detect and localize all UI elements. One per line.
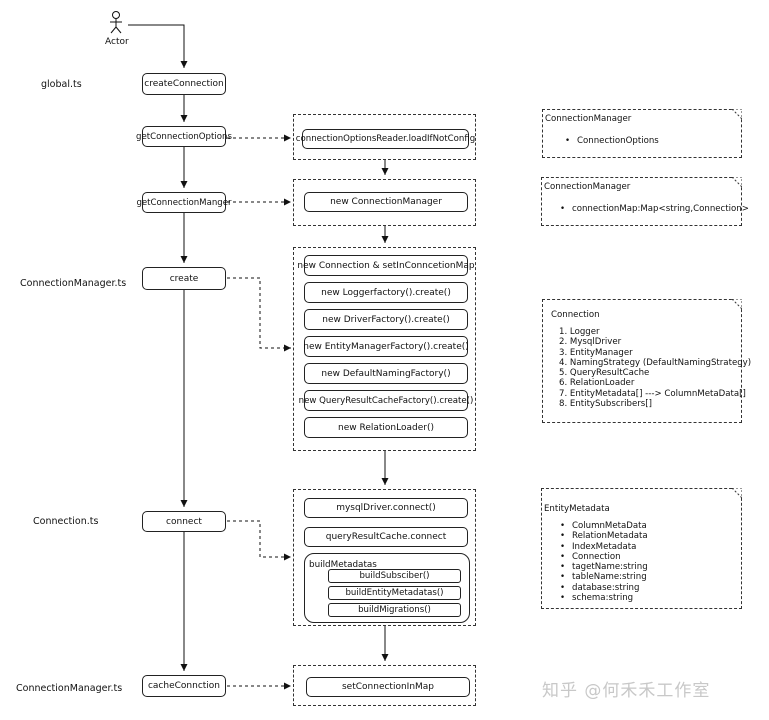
note-title: ConnectionManager [545,114,632,124]
note-title: Connection [551,310,600,320]
note-entity-metadata: EntityMetadata ColumnMetaData RelationMe… [541,488,742,609]
note-fold-icon [732,299,742,309]
connect-node[interactable]: connect [142,511,226,532]
build-entity-metadatas-step[interactable]: buildEntityMetadatas() [328,586,461,600]
note-item: tagetName:string [560,562,648,572]
create-step-1[interactable]: new Connection & setInConncetionMap [297,255,475,276]
dashed-arrow-create [227,277,291,352]
create-connection-node[interactable]: createConnection [142,73,226,95]
query-result-cache-connect-step[interactable]: queryResultCache.connect [304,527,468,547]
get-connection-manager-node[interactable]: getConnectionManger [136,192,232,213]
note-item: 1. Logger [559,327,600,337]
file-label-global: global.ts [41,79,82,90]
manager-group: new ConnectionManager [293,179,476,226]
create-step-4[interactable]: new EntityManagerFactory().create() [303,336,469,357]
note-item: 3. EntityManager [559,347,633,358]
cache-connection-node[interactable]: cacheConnction [142,675,226,697]
note-connection-manager: ConnectionManager connectionMap:Map<stri… [541,177,749,226]
options-group: connectionOptionsReader.loadIfNotConfig [293,114,476,160]
note-item: database:string [560,583,648,593]
create-node[interactable]: create [142,267,226,290]
file-label-connection-manager: ConnectionManager.ts [20,278,127,289]
actor-label: Actor [105,37,129,47]
note-item: 6. RelationLoader [559,378,635,389]
file-label-connection: Connection.ts [33,516,99,527]
connect-group: mysqlDriver.connect() queryResultCache.c… [293,489,476,626]
options-reader-step[interactable]: connectionOptionsReader.loadIfNotConfig [296,129,475,149]
note-title: EntityMetadata [544,504,610,514]
file-label-connection-manager-2: ConnectionManager.ts [16,683,123,694]
note-item: 5. QueryResultCache [559,368,650,379]
note-item: 2. MysqlDriver [559,337,622,348]
set-connection-group: setConnectionInMap [293,665,476,706]
create-step-5[interactable]: new DefaultNamingFactory() [304,363,468,384]
create-step-6[interactable]: new QueryResultCacheFactory().create() [299,390,473,411]
note-item: 7. EntityMetadata[] ---> ColumnMetaData[… [559,388,746,399]
note-title: ConnectionManager [544,182,631,192]
note-item: schema:string [560,593,648,603]
note-item: 8. EntitySubscribers[] [559,399,652,410]
actor-icon [110,11,122,34]
dashed-arrow-connect [227,520,291,561]
note-item: IndexMetadata [560,542,648,552]
note-item: RelationMetadata [560,531,648,541]
get-connection-options-node[interactable]: getConnectionOptions [136,126,232,147]
build-metadatas-block: buildMetadatas buildSubsciber() buildEnt… [304,553,470,623]
note-fold-icon [732,488,742,498]
note-item: ConnectionOptions [565,136,659,146]
note-item: Connection [560,552,648,562]
mysql-driver-connect-step[interactable]: mysqlDriver.connect() [304,498,468,518]
set-connection-in-map-step[interactable]: setConnectionInMap [306,677,470,697]
watermark: 知乎 @何禾禾工作室 [542,681,711,701]
create-step-2[interactable]: new Loggerfactory().create() [304,282,468,303]
note-item: ColumnMetaData [560,521,648,531]
build-migrations-step[interactable]: buildMigrations() [328,603,461,617]
actor-arrow [128,24,188,68]
build-subscriber-step[interactable]: buildSubsciber() [328,569,461,583]
note-connection: Connection 1. Logger 2. MysqlDriver 3. E… [542,299,751,423]
note-connection-options: ConnectionManager ConnectionOptions [542,109,742,158]
create-step-7[interactable]: new RelationLoader() [304,417,468,438]
note-item: 4. NamingStrategy (DefaultNamingStrategy… [559,357,752,368]
build-metadatas-title: buildMetadatas [309,560,377,570]
note-item: tableName:string [560,572,648,582]
note-fold-icon [732,109,742,119]
note-item: connectionMap:Map<string,Connection> [560,204,749,214]
create-group: new Connection & setInConncetionMap new … [293,247,476,451]
new-connection-manager-step[interactable]: new ConnectionManager [304,192,468,212]
note-fold-icon [732,177,742,187]
create-step-3[interactable]: new DriverFactory().create() [304,309,468,330]
